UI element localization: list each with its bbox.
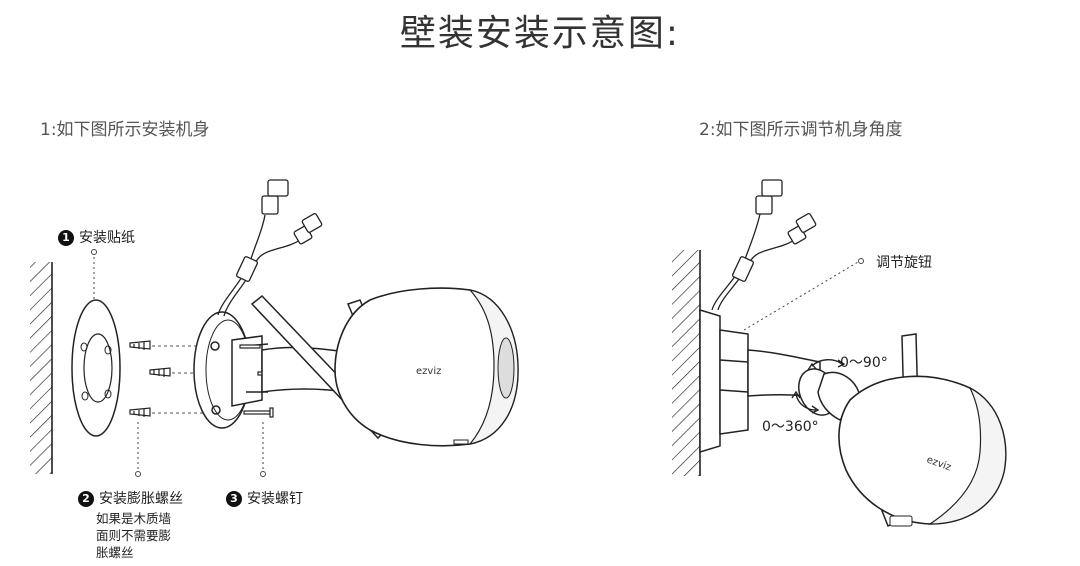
mounting-sticker [71, 299, 121, 437]
step1-caption: 1:如下图所示安装机身 [40, 120, 210, 140]
page-title: 壁装安装示意图: [399, 13, 681, 54]
callout-sticker-number: 1 [58, 230, 74, 246]
note-line: 如果是木质墙 [96, 511, 172, 526]
cable-bundle-left [217, 179, 323, 317]
camera-body-right: ezviz [838, 375, 1007, 527]
note-line: 胀螺丝 [96, 545, 134, 560]
callout-screw: 3 安装螺钉 [226, 488, 303, 508]
step2-caption: 2:如下图所示调节机身角度 [699, 120, 903, 140]
rotation-arrows [791, 359, 846, 414]
callout-sticker-label: 安装贴纸 [79, 230, 135, 246]
sticker-leader-dot [91, 249, 97, 255]
callout-screw-label: 安装螺钉 [247, 491, 303, 507]
rotate-angle-label: 0～360° [762, 419, 819, 435]
callout-sticker: 1 安装贴纸 [58, 227, 135, 247]
wall-right [672, 250, 701, 476]
expansion-anchors [129, 340, 171, 417]
wall-left [30, 262, 53, 474]
cable-bundle-right [711, 179, 817, 311]
knob-leader-dot [858, 258, 864, 264]
brand-logo-left: ezviz [416, 366, 441, 377]
anchor-leader-dot [135, 471, 141, 477]
mount-base [193, 311, 269, 429]
tilt-angle-label: 0～90° [840, 355, 888, 371]
callout-knob-label: 调节旋钮 [876, 255, 932, 271]
knob-leader [743, 261, 859, 331]
screw-leader-dot [260, 471, 266, 477]
callout-anchor: 2 安装膨胀螺丝 [78, 488, 183, 508]
callout-anchor-number: 2 [78, 491, 94, 507]
callout-anchor-label: 安装膨胀螺丝 [99, 491, 183, 507]
camera-body-left: ezviz [334, 287, 519, 447]
callout-anchor-note: 如果是木质墙 面则不需要膨 胀螺丝 [96, 510, 171, 561]
note-line: 面则不需要膨 [96, 528, 172, 543]
callout-screw-number: 3 [226, 491, 242, 507]
